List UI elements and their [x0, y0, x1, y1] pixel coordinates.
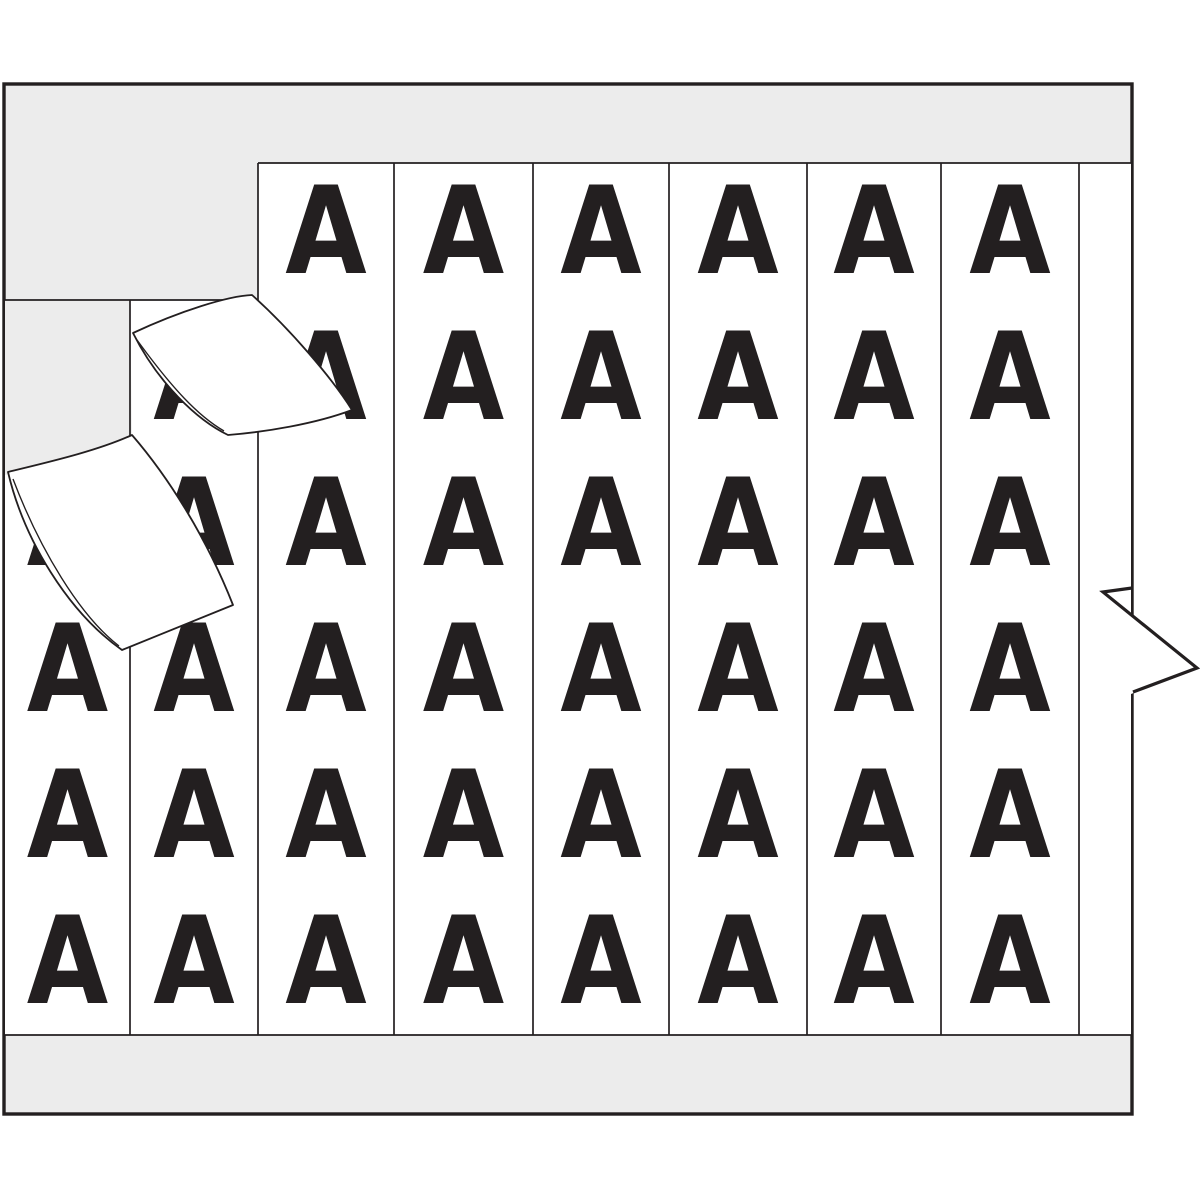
- peeled-label-fold-line: [136, 339, 225, 432]
- marker-letter: A: [833, 599, 915, 740]
- marker-letter: A: [560, 453, 642, 594]
- label-strip: [669, 163, 807, 1035]
- removed-label-liner: [5, 301, 132, 475]
- marker-letter: A: [969, 307, 1051, 448]
- marker-letter: A: [560, 891, 642, 1032]
- peeled-label-fold-line: [12, 478, 120, 647]
- marker-letter: A: [969, 891, 1051, 1032]
- marker-letter: A: [969, 453, 1051, 594]
- marker-letter: A: [285, 453, 367, 594]
- marker-letter: A: [285, 599, 367, 740]
- marker-letter: A: [560, 599, 642, 740]
- label-strip: [394, 163, 533, 1035]
- marker-letter: A: [833, 307, 915, 448]
- marker-letter: A: [697, 891, 779, 1032]
- peeled-label-top: [132, 294, 353, 436]
- label-strip: [807, 163, 941, 1035]
- marker-letter: A: [969, 161, 1051, 302]
- marker-letter: A: [27, 891, 109, 1032]
- marker-letter: A: [27, 745, 109, 886]
- marker-letter: A: [833, 745, 915, 886]
- peeled-label-sheet: [7, 434, 234, 651]
- tear-notch-arrow: [1099, 586, 1200, 694]
- marker-letter: A: [423, 891, 505, 1032]
- marker-letter: A: [423, 599, 505, 740]
- marker-letter: A: [697, 307, 779, 448]
- marker-letter: A: [697, 453, 779, 594]
- marker-letter: A: [423, 161, 505, 302]
- marker-letter: A: [285, 891, 367, 1032]
- exposed-liner: [5, 301, 132, 475]
- label-strip: [941, 163, 1079, 1035]
- marker-letter: A: [423, 307, 505, 448]
- label-strips: [5, 163, 1131, 1035]
- peeled-label-bottom: [7, 434, 234, 651]
- strip-grid-lines: [4, 162, 1131, 1036]
- marker-letter: A: [833, 453, 915, 594]
- marker-letter: A: [697, 161, 779, 302]
- label-strip: [258, 163, 394, 1035]
- notch-fill: [1100, 586, 1199, 694]
- label-strip: [533, 163, 669, 1035]
- notch-outline: [1099, 586, 1200, 694]
- marker-letter: A: [560, 307, 642, 448]
- marker-letter: A: [285, 745, 367, 886]
- marker-letter: A: [969, 745, 1051, 886]
- marker-letter: A: [285, 161, 367, 302]
- marker-letter: A: [697, 599, 779, 740]
- marker-letter: A: [833, 891, 915, 1032]
- peeled-label-sheet: [132, 294, 353, 436]
- marker-letter: A: [423, 745, 505, 886]
- marker-letter: A: [697, 745, 779, 886]
- marker-letter: A: [560, 161, 642, 302]
- marker-letter: A: [560, 745, 642, 886]
- marker-letter: A: [969, 599, 1051, 740]
- marker-letter: A: [153, 891, 235, 1032]
- marker-letter: A: [833, 161, 915, 302]
- peeling-labels: [7, 294, 353, 651]
- marker-letter: A: [153, 745, 235, 886]
- marker-letter: A: [423, 453, 505, 594]
